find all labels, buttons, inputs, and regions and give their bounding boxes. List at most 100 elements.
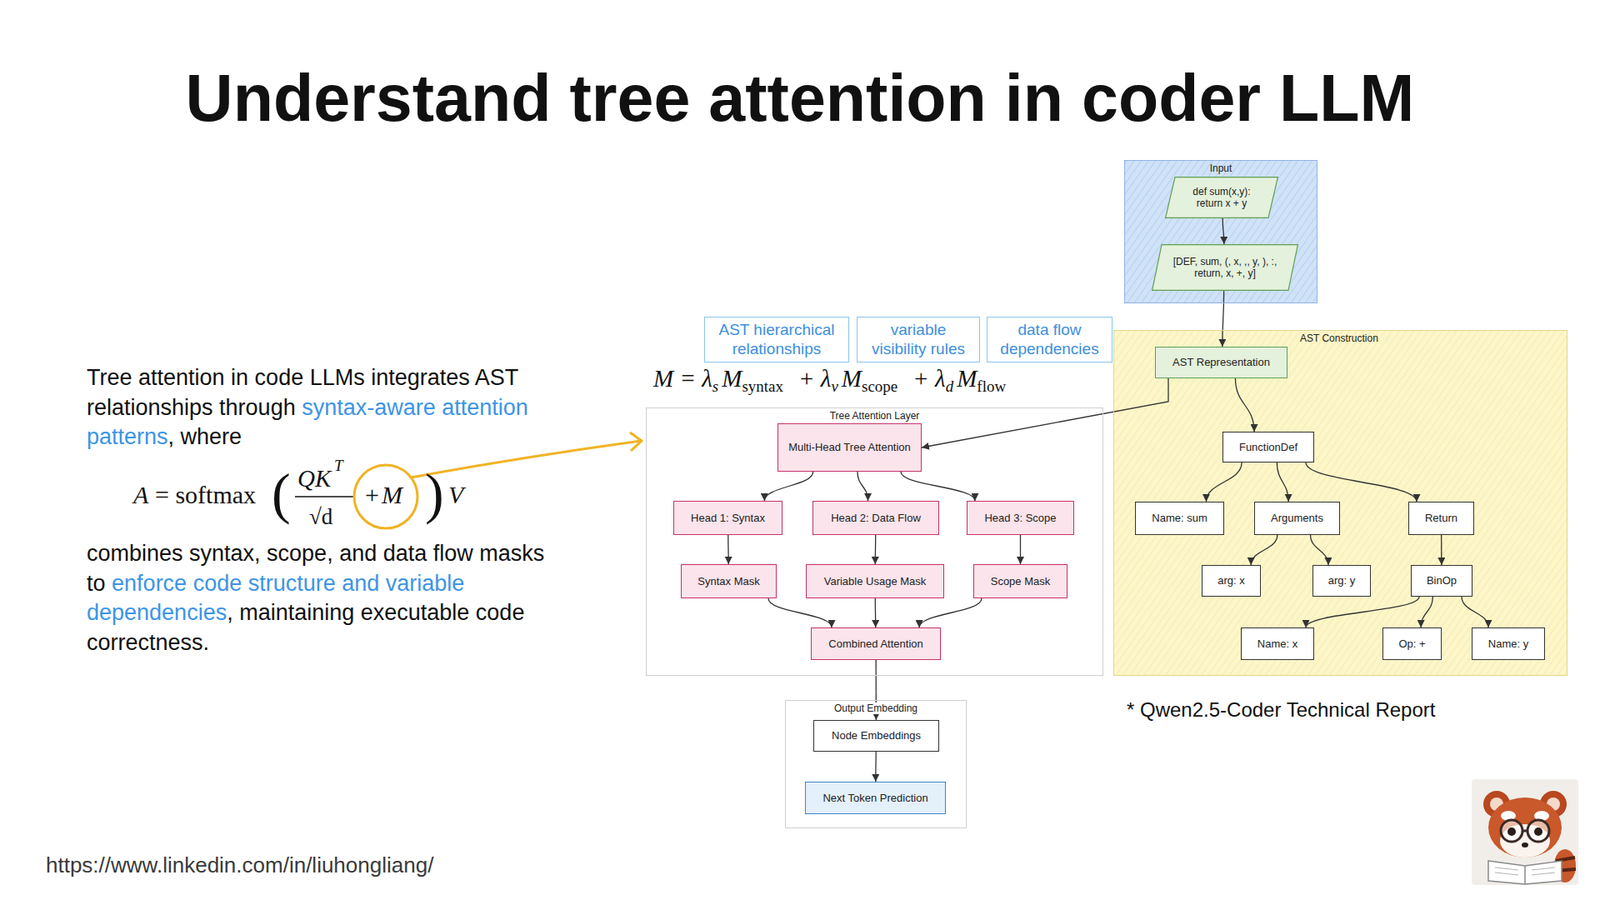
panel-fill (1124, 160, 1318, 304)
connector-arrow (768, 598, 832, 628)
attention-box: Scope Mask (973, 564, 1068, 599)
connector-arrow (875, 598, 877, 628)
panel-fills (645, 160, 1568, 829)
box-label: Scope Mask (990, 575, 1051, 589)
footnote: https://www.linkedin.com/in/liuhongliang… (45, 854, 434, 876)
process-box: arg: x (1201, 565, 1261, 597)
process-box: Return (1408, 501, 1475, 535)
box-label: data flow dependencies (993, 320, 1106, 360)
panel-heading: Output Embedding (830, 702, 921, 715)
formula-term: = softmax (155, 482, 256, 508)
process-box: Arguments (1254, 501, 1340, 535)
box-label: AST hierarchical relationships (710, 320, 843, 360)
formula-term: V (448, 482, 464, 508)
box-label: Name: y (1488, 637, 1529, 651)
formula-term: ) (425, 465, 445, 522)
formula-term: ( (271, 465, 291, 522)
box-label: def sum(x,y): return x + y (1180, 185, 1263, 210)
intro-paragraph: Tree attention in code LLMs integrates A… (86, 363, 575, 453)
process-box: Name: y (1471, 627, 1545, 660)
box-label: Head 3: Scope (984, 511, 1056, 525)
highlight-circle (354, 465, 418, 529)
connector-arrow (900, 471, 975, 501)
panel-heading: Input (1206, 162, 1236, 175)
box-label: arg: y (1328, 574, 1356, 588)
process-box: Op: + (1382, 627, 1442, 660)
slide-title: Understand tree attention in coder LLM (0, 65, 1600, 131)
process-box: BinOp (1410, 565, 1473, 597)
process-box: FunctionDef (1222, 431, 1315, 463)
callout-arrow (410, 440, 642, 478)
box-label: [DEF, sum, (, x, ,, y, ), :, return, x, … (1167, 255, 1283, 280)
box-label: Arguments (1270, 511, 1324, 525)
process-box: Name: sum (1135, 501, 1225, 535)
box-label: Head 1: Syntax (690, 511, 765, 525)
panel-fill (785, 700, 967, 829)
connector-arrow (1222, 290, 1225, 347)
box-label: arg: x (1217, 574, 1245, 588)
attention-box: Syntax Mask (680, 564, 777, 599)
connector-arrow (1440, 535, 1442, 565)
attention-box: Head 1: Syntax (673, 500, 783, 535)
process-box: Name: x (1240, 627, 1315, 660)
connector-arrow (1222, 218, 1225, 245)
process-box: AST Representation (1155, 346, 1288, 379)
connector-arrow (857, 471, 869, 501)
attention-box: Head 3: Scope (966, 500, 1075, 535)
panel-fill (645, 407, 1104, 676)
formula-term: √d (309, 505, 333, 529)
formula-term: s (712, 377, 719, 395)
connector-arrow (1420, 596, 1433, 628)
process-box: arg: y (1312, 565, 1371, 597)
connector-arrow (1305, 462, 1417, 502)
connector-arrow (1461, 596, 1489, 628)
box-label: Name: sum (1151, 511, 1207, 525)
formula-term: M = λ (653, 365, 713, 392)
formula-term: scope (861, 377, 898, 395)
attention-box: Variable Usage Mask (805, 564, 945, 599)
attention-box: Multi-Head Tree Attention (777, 423, 922, 472)
footnote: * Qwen2.5-Coder Technical Report (1126, 700, 1435, 720)
body-text: , where (168, 424, 243, 450)
connector-arrow (1235, 378, 1255, 432)
box-label: Head 2: Data Flow (830, 511, 921, 525)
formula-term: M (381, 482, 403, 508)
formula-term: flow (976, 377, 1006, 395)
formula-term: d (945, 377, 955, 395)
connector-arrow (1020, 535, 1021, 565)
ast-panel: AST RepresentationFunctionDefName: sum Ar… (1113, 330, 1568, 676)
process-box: Node Embeddings (813, 720, 940, 752)
formula-term: QK (297, 466, 331, 491)
box-label: Next Token Prediction (822, 791, 928, 805)
box-label: FunctionDef (1239, 440, 1298, 455)
panel-heading: Tree Attention Layer (826, 410, 924, 422)
fraction-bar (295, 495, 354, 498)
connector-arrow (875, 751, 877, 782)
attention-box: Combined Attention (810, 627, 941, 660)
formula-term: + (365, 482, 380, 508)
panel-fill (1113, 330, 1568, 676)
formula-term: M (721, 365, 742, 392)
connector-arrow (919, 598, 982, 628)
mask-formula: M = λsMsyntax+ λvMscope+ λdMflow (653, 366, 1010, 395)
formula-term: M (841, 365, 862, 392)
box-label: AST Representation (1172, 355, 1270, 370)
formula-term: A (133, 482, 149, 508)
box-label: Node Embeddings (831, 729, 921, 743)
connector-arrow (1305, 596, 1420, 628)
connector-arrow (1250, 535, 1278, 565)
box-label: Combined Attention (828, 637, 923, 651)
connector-arrow (875, 535, 877, 565)
box-label: Name: x (1257, 637, 1298, 651)
summary-paragraph: combines syntax, scope, and data flow ma… (86, 539, 575, 658)
output-box: Next Token Prediction (805, 781, 946, 815)
formula-term: syntax (741, 377, 784, 395)
connector-arrow (1276, 462, 1289, 502)
box-label: Syntax Mask (697, 575, 760, 589)
formula-term: M (956, 365, 977, 392)
connector-arrow (1205, 462, 1242, 502)
input-panel: def sum(x,y): return x + y [DEF, sum, (, … (1124, 160, 1318, 304)
formula-term: + λ (798, 365, 831, 392)
formula-term: + λ (912, 365, 945, 392)
box-label: Variable Usage Mask (824, 575, 927, 589)
